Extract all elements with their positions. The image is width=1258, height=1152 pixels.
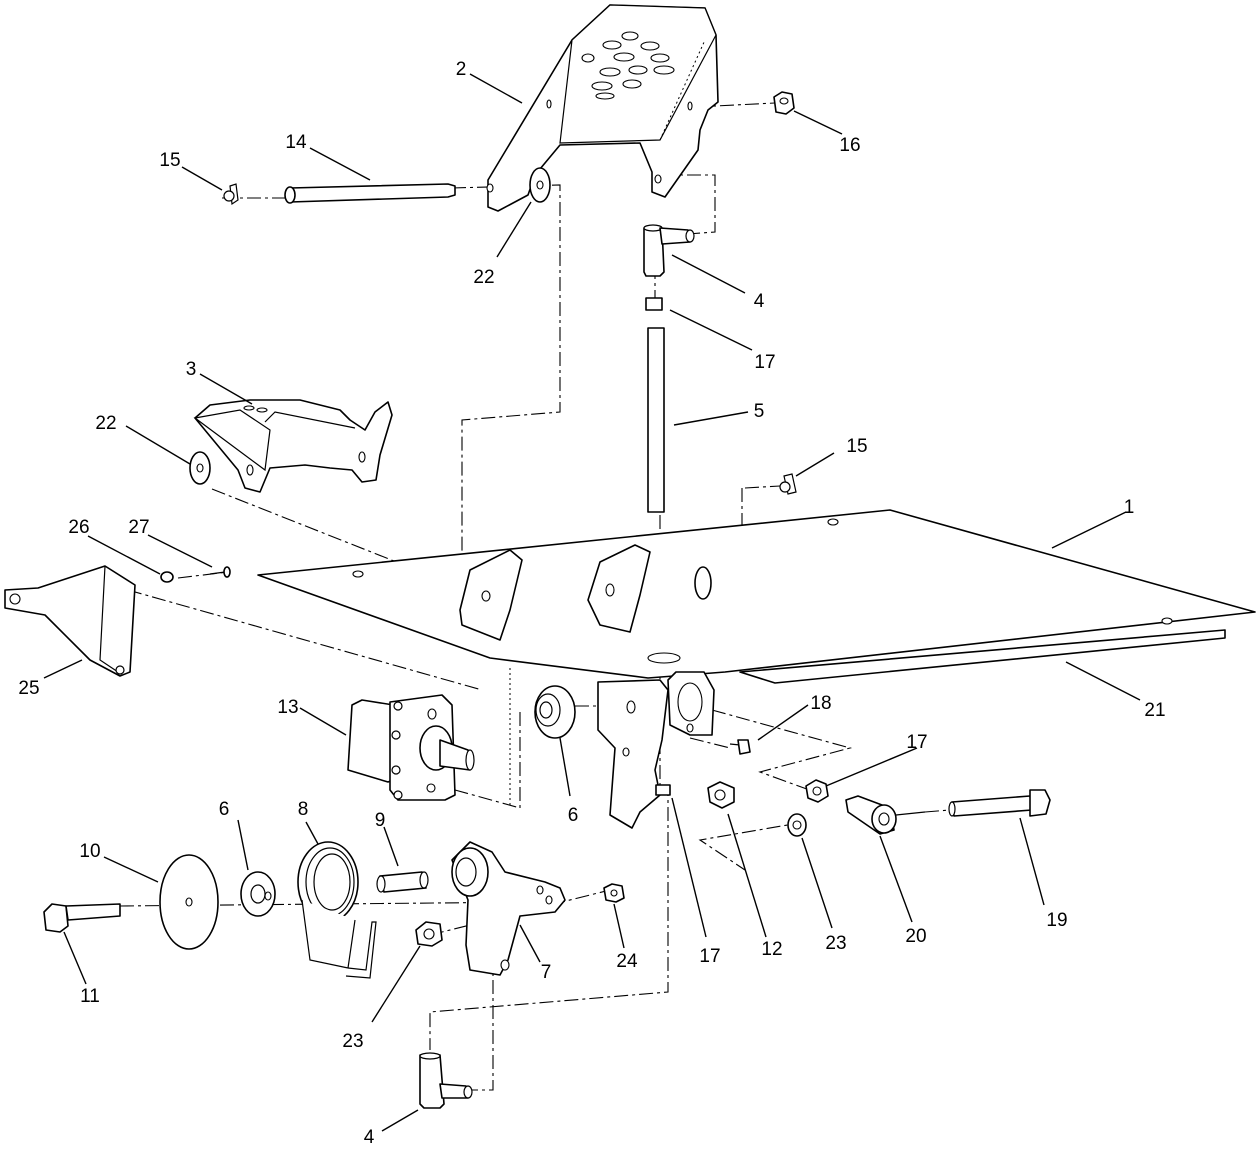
- part-12-nut: [707, 781, 735, 809]
- callout-2: 2: [456, 59, 467, 80]
- callout-15-right: 15: [846, 436, 867, 457]
- callout-6-lower: 6: [219, 799, 230, 820]
- part-23-nut-lower: [415, 921, 443, 947]
- part-27-screw: [209, 566, 231, 578]
- part-23-washer-right: [787, 813, 807, 837]
- part-2-pedal-bracket: [486, 4, 719, 212]
- part-15-clip-right: [779, 473, 797, 495]
- part-7-arm: [451, 841, 566, 976]
- part-16-nut: [773, 91, 795, 115]
- callout-4-upper: 4: [754, 291, 765, 312]
- callout-13: 13: [277, 697, 298, 718]
- callout-25: 25: [18, 678, 39, 699]
- part-13-switch: [347, 694, 475, 801]
- part-11-bolt: [43, 903, 121, 933]
- callout-22-left: 22: [95, 413, 116, 434]
- callout-14: 14: [285, 132, 307, 153]
- callout-22-upper: 22: [473, 267, 494, 288]
- callout-19: 19: [1046, 910, 1067, 931]
- under-plate-bracket: [509, 668, 715, 829]
- callout-4-lower: 4: [364, 1127, 375, 1148]
- part-4-swivel-lower: [419, 1052, 473, 1109]
- part-19-bolt: [948, 789, 1051, 817]
- part-26-lock-washer: [160, 571, 174, 583]
- callout-23-lower: 23: [342, 1031, 363, 1052]
- callout-17-lower: 17: [699, 946, 720, 967]
- callout-26: 26: [68, 517, 89, 538]
- part-5-rod: [647, 327, 665, 513]
- part-3-pedal: [189, 399, 393, 493]
- callout-27: 27: [128, 517, 149, 538]
- part-10-washer-large: [159, 854, 219, 950]
- callout-5: 5: [754, 401, 765, 422]
- callout-labels: 1 2 3 4 4 5 6 6 7 8 9 10 11 12 13 14 15 …: [18, 59, 1165, 1148]
- part-14-pivot-pin: [284, 183, 456, 204]
- part-6-bushing-upper: [534, 685, 576, 739]
- callout-15-upper: 15: [159, 150, 180, 171]
- callout-17-upper: 17: [754, 352, 775, 373]
- part-8-torsion-spring: [297, 841, 377, 979]
- callout-24: 24: [616, 951, 638, 972]
- part-17-nut-right: [805, 779, 829, 803]
- part-17-spacer-upper: [645, 297, 663, 311]
- callout-21: 21: [1144, 700, 1165, 721]
- callout-8: 8: [298, 799, 309, 820]
- leader-lines: [43, 73, 1141, 1132]
- part-9-spacer: [376, 871, 429, 893]
- part-4-swivel-upper: [643, 224, 695, 277]
- callout-12: 12: [761, 939, 782, 960]
- part-25-cover: [4, 565, 136, 677]
- callout-3: 3: [186, 359, 197, 380]
- callout-20: 20: [905, 926, 926, 947]
- part-24-nut: [603, 883, 625, 903]
- part-6-bushing-lower: [240, 871, 276, 917]
- part-1-base-plate: [257, 509, 1256, 684]
- callout-18: 18: [810, 693, 831, 714]
- callout-17-right: 17: [906, 732, 927, 753]
- part-22-washer-right: [694, 566, 712, 600]
- part-18-bolt: [729, 739, 751, 755]
- callout-16: 16: [839, 135, 860, 156]
- callout-6-upper: 6: [568, 805, 579, 826]
- part-20-rod-end: [845, 795, 926, 835]
- part-15-clip-upper: [223, 183, 239, 206]
- callout-10: 10: [79, 841, 100, 862]
- callout-7: 7: [541, 962, 552, 983]
- callout-23-right: 23: [825, 933, 846, 954]
- callout-11: 11: [80, 986, 100, 1007]
- callout-9: 9: [375, 810, 386, 831]
- part-17-spacer-middle: [655, 784, 671, 796]
- callout-1: 1: [1124, 497, 1135, 518]
